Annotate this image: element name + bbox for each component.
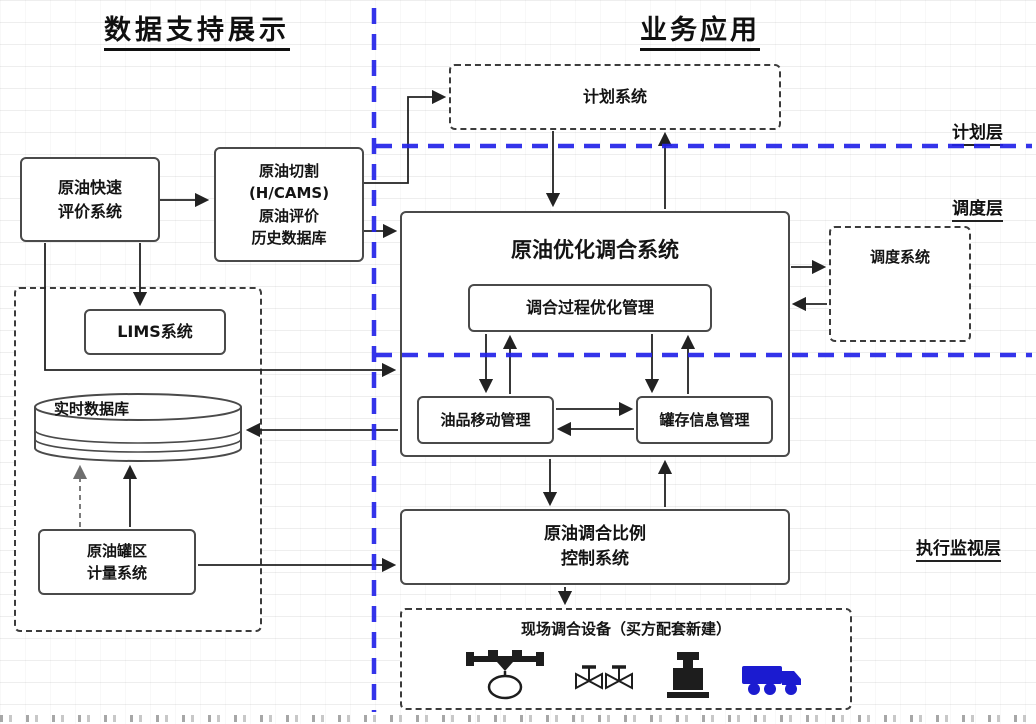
rapid-evaluation-label-line2: 评价系统 — [57, 201, 122, 221]
tank-truck-icon — [740, 658, 804, 704]
dispatch-system-label: 调度系统 — [869, 248, 930, 266]
pump-icon — [664, 650, 712, 704]
blend-process-mgmt-box: 调合过程优化管理 — [468, 284, 712, 332]
section-title-business-apps: 业务应用 — [640, 8, 760, 51]
ratio-control-system-box: 原油调合比例 控制系统 — [400, 509, 790, 585]
crude-cut-label-line2: (H/CAMS) — [248, 184, 330, 202]
crude-cut-label-line1: 原油切割 — [258, 161, 319, 180]
arrow-crude-cut-to-planning — [364, 89, 447, 184]
layer-label-planning: 计划层 — [952, 118, 1003, 146]
blend-process-mgmt-label: 调合过程优化管理 — [525, 298, 654, 317]
rapid-evaluation-label-line1: 原油快速 — [57, 177, 122, 197]
blending-system-title: 原油优化调合系统 — [511, 238, 679, 262]
mixer-icon — [466, 648, 544, 704]
field-equipment-title: 现场调合设备（买方配套新建） — [520, 620, 731, 638]
crude-cut-label-line4: 历史数据库 — [251, 229, 327, 247]
planning-system-box: 计划系统 — [449, 64, 781, 130]
planning-system-label: 计划系统 — [582, 87, 647, 106]
oil-movement-mgmt-box: 油品移动管理 — [417, 396, 554, 444]
tank-metering-label-line2: 计量系统 — [86, 564, 147, 582]
valve-group-icon — [574, 660, 634, 700]
realtime-db-label: 实时数据库 — [54, 400, 130, 418]
ratio-control-label-line1: 原油调合比例 — [544, 523, 646, 544]
section-title-data-support: 数据支持展示 — [104, 8, 290, 51]
layer-label-scheduling: 调度层 — [952, 194, 1003, 222]
oil-movement-mgmt-label: 油品移动管理 — [440, 410, 531, 429]
rapid-evaluation-system-box: 原油快速 评价系统 — [20, 157, 160, 242]
tank-metering-label-line1: 原油罐区 — [86, 541, 147, 560]
tank-info-mgmt-box: 罐存信息管理 — [636, 396, 773, 444]
layer-label-execution-monitor: 执行监视层 — [916, 534, 1001, 562]
bottom-ruler-artifact — [0, 715, 1036, 722]
tank-metering-system-box: 原油罐区 计量系统 — [38, 529, 196, 595]
ratio-control-label-line2: 控制系统 — [561, 549, 629, 569]
crude-cut-history-db-box: 原油切割 (H/CAMS) 原油评价 历史数据库 — [214, 147, 364, 262]
crude-cut-label-line3: 原油评价 — [258, 206, 319, 225]
lims-system-box: LIMS系统 — [84, 309, 226, 355]
lims-label: LIMS系统 — [117, 322, 193, 341]
tank-info-mgmt-label: 罐存信息管理 — [659, 410, 750, 429]
dispatch-system-box: 调度系统 — [829, 226, 971, 342]
